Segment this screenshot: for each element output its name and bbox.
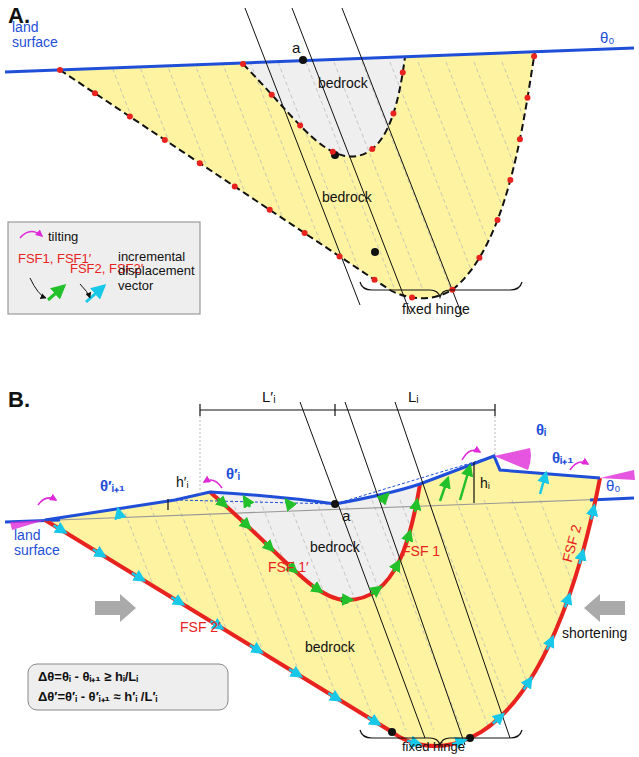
length-label: Lᵢ <box>408 389 419 406</box>
height-label: hᵢ <box>480 476 490 491</box>
hinge-label: fixed hinge <box>402 302 470 317</box>
legend-text: tilting <box>48 230 78 244</box>
formula-label: Δθ′=θ′ᵢ - θ′ᵢ₊₁ ≈ h′ᵢ /L′ᵢ <box>38 690 157 704</box>
angle-label: θ′ᵢ <box>226 466 240 483</box>
angle-label: θ′ᵢ₊₁ <box>100 478 125 495</box>
angle-label: θ₀ <box>606 478 621 495</box>
rock-label: bedrock <box>310 540 360 555</box>
fault-label: FSF 1′ <box>268 560 309 575</box>
angle-label: θᵢ <box>536 422 546 439</box>
angle-label: θ₀ <box>600 30 615 47</box>
formula-label: Δθ=θᵢ - θᵢ₊₁ ≥ hᵢ/Lᵢ <box>38 670 138 684</box>
fault-label: FSF 2′ <box>180 620 221 635</box>
process-label: shortening <box>562 626 627 641</box>
panel-letter: B. <box>8 388 30 412</box>
rock-label: bedrock <box>305 640 355 655</box>
hinge-label: fixed hinge <box>402 740 465 754</box>
point-label: a <box>342 508 350 525</box>
surface-label: land surface <box>12 20 64 51</box>
fault-label: FSF 1 <box>402 544 440 559</box>
angle-label: θᵢ₊₁ <box>552 450 573 467</box>
height-label: h′ᵢ <box>176 475 189 490</box>
rock-label: bedrock <box>322 190 372 205</box>
surface-label: land surface <box>14 528 66 559</box>
length-label: L′ᵢ <box>262 389 276 406</box>
point-label: a <box>292 40 300 57</box>
rock-label: bedrock <box>318 76 368 91</box>
legend-text: incremental displacement vector <box>118 250 190 293</box>
